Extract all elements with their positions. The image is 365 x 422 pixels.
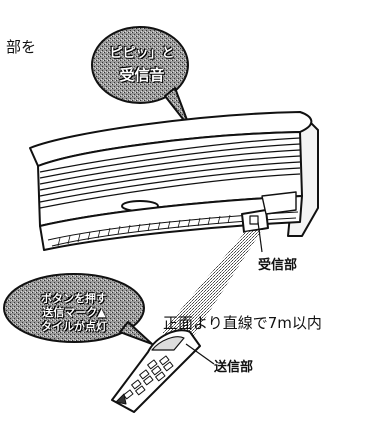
remote-control <box>111 329 201 413</box>
transmitter-label: 送信部 <box>214 360 254 375</box>
receiver-leader <box>257 221 263 253</box>
sound-bubble-line1: ピピッ」と <box>109 46 175 61</box>
sound-bubble-line2: 受信音 <box>119 66 165 84</box>
signal-beam <box>162 230 262 348</box>
transmit-bubble-line1: ボタンを押す <box>41 292 107 305</box>
transmitter-leader <box>185 343 215 365</box>
sound-bubble <box>91 26 191 129</box>
top-text-fragment: 部を <box>6 38 37 56</box>
range-label: 正面より直線で7m以内 <box>163 314 322 332</box>
transmit-bubble-line3: タイルが点灯 <box>41 320 107 333</box>
receiver-label: 受信部 <box>258 258 298 273</box>
transmit-bubble-line2: 送信マーク▲ <box>42 306 106 319</box>
air-conditioner-unit <box>29 111 319 251</box>
transmit-bubble <box>3 273 153 345</box>
